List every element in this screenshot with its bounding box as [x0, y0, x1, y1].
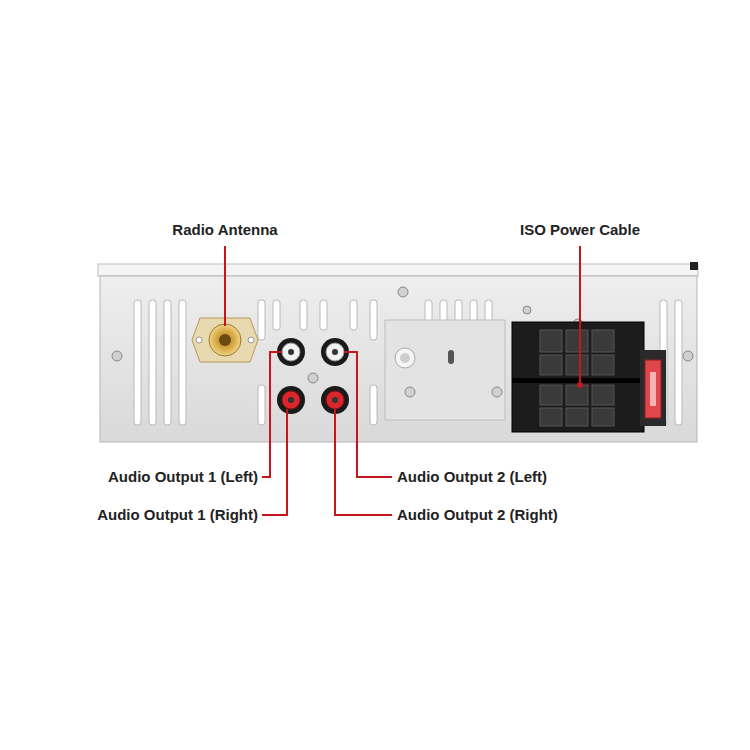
callout-label: ISO Power Cable — [520, 221, 640, 239]
callout-label: Audio Output 1 (Left) — [108, 468, 258, 486]
callout-label: Audio Output 2 (Left) — [397, 468, 547, 486]
leader-line — [224, 246, 226, 326]
callout-label: Audio Output 2 (Right) — [397, 506, 558, 524]
leader-line — [344, 352, 392, 477]
leader-line — [335, 409, 392, 515]
callout-label: Audio Output 1 (Right) — [97, 506, 258, 524]
callout-label: Radio Antenna — [172, 221, 277, 239]
leader-line — [579, 246, 581, 384]
leader-line — [262, 352, 282, 477]
leader-line — [262, 409, 287, 515]
